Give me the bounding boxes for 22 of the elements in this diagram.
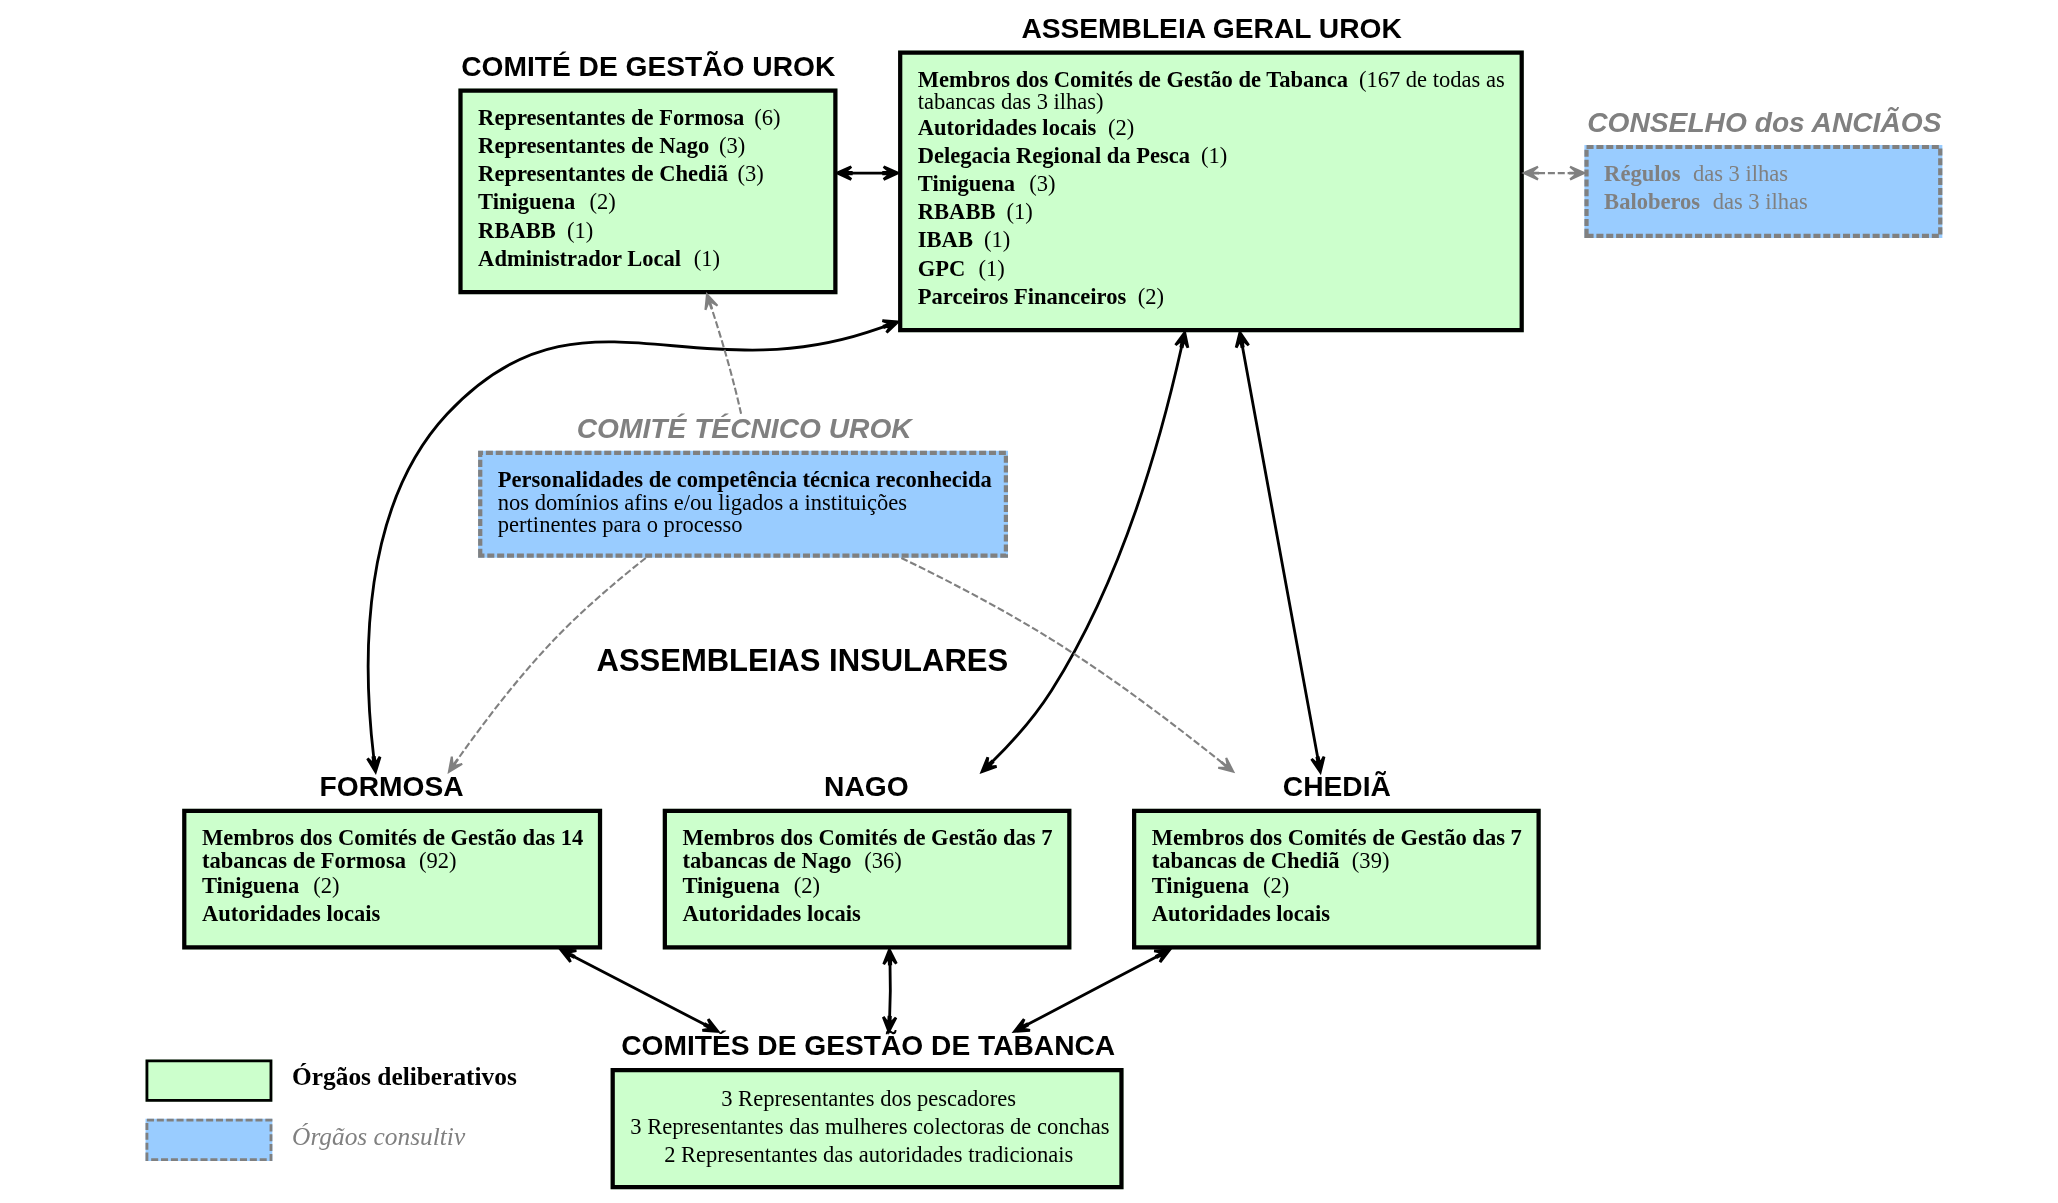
legend-label: Órgãos consultiv [291,1121,465,1150]
arrow [980,331,1189,773]
legend-label: Órgãos deliberativos [291,1062,517,1091]
arrow [703,293,742,415]
node-label: COMITÉ DE GESTÃO UROK [460,49,835,82]
node-label: FORMOSA [319,769,464,802]
arrow [1234,331,1325,774]
arrow [835,165,899,181]
label: ASSEMBLEIAS INSULARES [596,643,1008,679]
arrow [900,556,1234,773]
arrow [1012,948,1171,1033]
arrow [881,948,898,1033]
arrow [1522,165,1585,181]
arrow [559,948,719,1033]
node-label: COMITÉS DE GESTÃO DE TABANCA [620,1029,1115,1062]
node-label: NAGO [823,769,909,802]
arrow [365,319,899,774]
arrow [447,557,646,773]
node-label: CHEDIÃ [1282,769,1391,802]
node-label: CONSELHO dos ANCIÃOS [1586,106,1941,139]
node-label: COMITÉ TÉCNICO UROK [576,412,912,445]
node-label: ASSEMBLEIA GERAL UROK [1020,11,1402,44]
